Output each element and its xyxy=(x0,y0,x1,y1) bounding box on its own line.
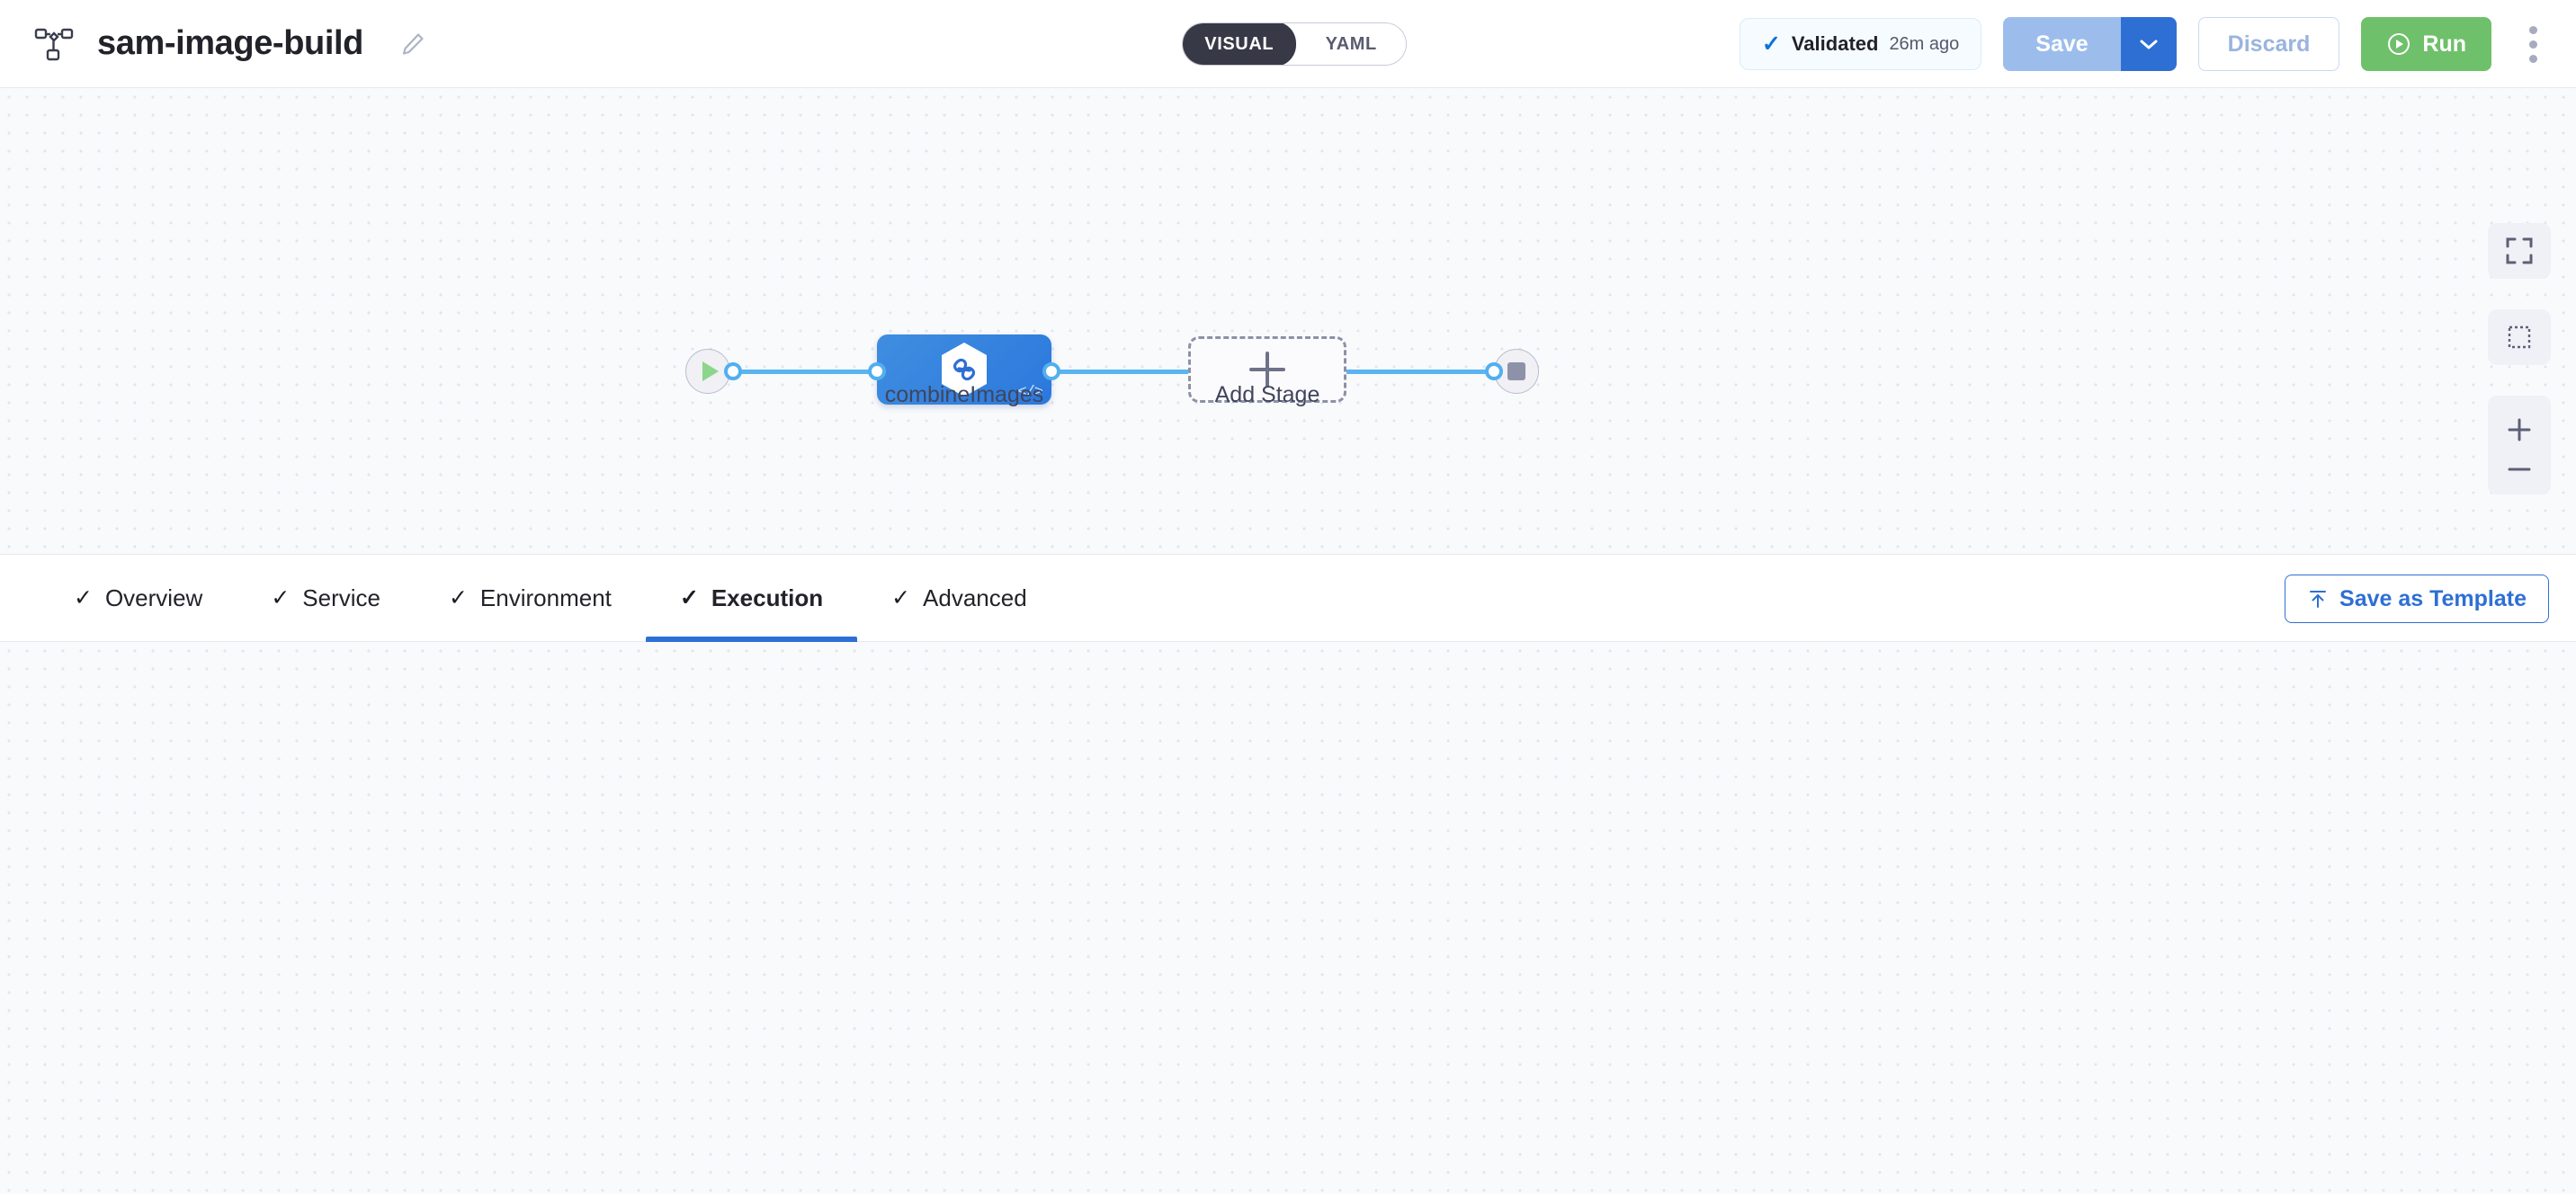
stage-code-badge[interactable]: </> xyxy=(1017,384,1043,401)
add-stage-label: Add Stage xyxy=(1214,382,1320,407)
save-as-template-label: Save as Template xyxy=(2339,585,2527,611)
pipeline-start-node[interactable] xyxy=(685,349,730,394)
stage-config-tabs: ✓ Overview ✓ Service ✓ Environment ✓ Exe… xyxy=(0,554,2576,642)
canvas-tools xyxy=(2488,223,2551,495)
validated-time: 26m ago xyxy=(1889,33,1960,54)
tab-execution[interactable]: ✓ Execution xyxy=(645,554,858,642)
tab-label: Advanced xyxy=(923,584,1027,611)
tab-label: Overview xyxy=(104,584,203,611)
link-stage-to-addstage xyxy=(1051,370,1188,374)
check-icon: ✓ xyxy=(271,584,291,610)
pipeline-nodes-icon xyxy=(34,26,74,62)
link-start-to-stage xyxy=(733,370,877,374)
stage-label: combineImages xyxy=(884,382,1044,407)
save-button-group[interactable]: Save xyxy=(2003,17,2177,71)
header-left: sam-image-build xyxy=(0,24,426,63)
start-output-port[interactable] xyxy=(724,362,742,380)
check-icon: ✓ xyxy=(74,584,93,610)
stop-icon xyxy=(1507,362,1525,380)
header-actions: ✓ Validated 26m ago Save Discard xyxy=(1739,0,2553,88)
run-button[interactable]: Run xyxy=(2361,17,2491,71)
tab-service[interactable]: ✓ Service xyxy=(237,554,415,642)
save-as-template-button[interactable]: Save as Template xyxy=(2285,575,2549,623)
tab-label: Execution xyxy=(711,584,824,611)
discard-button[interactable]: Discard xyxy=(2197,17,2340,71)
validated-label: Validated xyxy=(1791,32,1879,55)
play-circle-icon xyxy=(2386,31,2411,57)
page-title: sam-image-build xyxy=(97,24,363,62)
marquee-select-icon xyxy=(2505,323,2534,352)
upload-template-icon xyxy=(2307,588,2329,610)
marquee-select-button[interactable] xyxy=(2488,309,2551,365)
plus-icon[interactable] xyxy=(2505,415,2534,444)
plus-icon-bar xyxy=(1249,368,1285,371)
pipeline-end-node[interactable] xyxy=(1494,349,1539,394)
chevron-down-icon xyxy=(2139,38,2159,50)
check-icon: ✓ xyxy=(679,584,699,610)
stage-output-port[interactable] xyxy=(1042,362,1060,380)
pencil-icon[interactable] xyxy=(399,31,426,58)
zoom-controls[interactable] xyxy=(2488,396,2551,495)
add-stage-button[interactable] xyxy=(1188,336,1346,403)
check-icon: ✓ xyxy=(891,584,911,610)
tab-label: Environment xyxy=(479,584,612,611)
tab-label: Service xyxy=(302,584,380,611)
check-icon: ✓ xyxy=(1761,31,1781,57)
stage-input-port[interactable] xyxy=(868,362,886,380)
mode-toggle-visual[interactable]: VISUAL xyxy=(1183,23,1297,65)
mode-toggle-yaml[interactable]: YAML xyxy=(1325,33,1377,54)
fit-to-screen-icon xyxy=(2504,236,2535,266)
link-addstage-to-end xyxy=(1346,370,1494,374)
run-label: Run xyxy=(2422,31,2466,57)
more-vertical-icon[interactable] xyxy=(2513,25,2553,63)
minus-icon[interactable] xyxy=(2505,464,2534,475)
tab-overview[interactable]: ✓ Overview xyxy=(40,554,237,642)
end-input-port[interactable] xyxy=(1485,362,1503,380)
tab-environment[interactable]: ✓ Environment xyxy=(415,554,646,642)
save-dropdown-button[interactable] xyxy=(2120,17,2177,71)
fit-to-screen-button[interactable] xyxy=(2488,223,2551,279)
check-icon: ✓ xyxy=(448,584,468,610)
harness-hex-icon xyxy=(939,342,989,397)
stage-canvas[interactable]: </> combineImages Add Stage xyxy=(0,88,2576,554)
tab-advanced[interactable]: ✓ Advanced xyxy=(857,554,1061,642)
step-canvas[interactable]: Execution xyxy=(0,642,2576,1194)
tab-list: ✓ Overview ✓ Service ✓ Environment ✓ Exe… xyxy=(0,554,1061,642)
play-icon xyxy=(702,361,719,381)
status-badge: ✓ Validated 26m ago xyxy=(1739,18,1982,70)
mode-toggle[interactable]: VISUAL YAML xyxy=(1182,22,1407,66)
stage-node-combineimages[interactable]: </> xyxy=(877,334,1051,405)
page-header: sam-image-build VISUAL YAML ✓ Validated … xyxy=(0,0,2576,88)
save-button[interactable]: Save xyxy=(2003,17,2121,71)
